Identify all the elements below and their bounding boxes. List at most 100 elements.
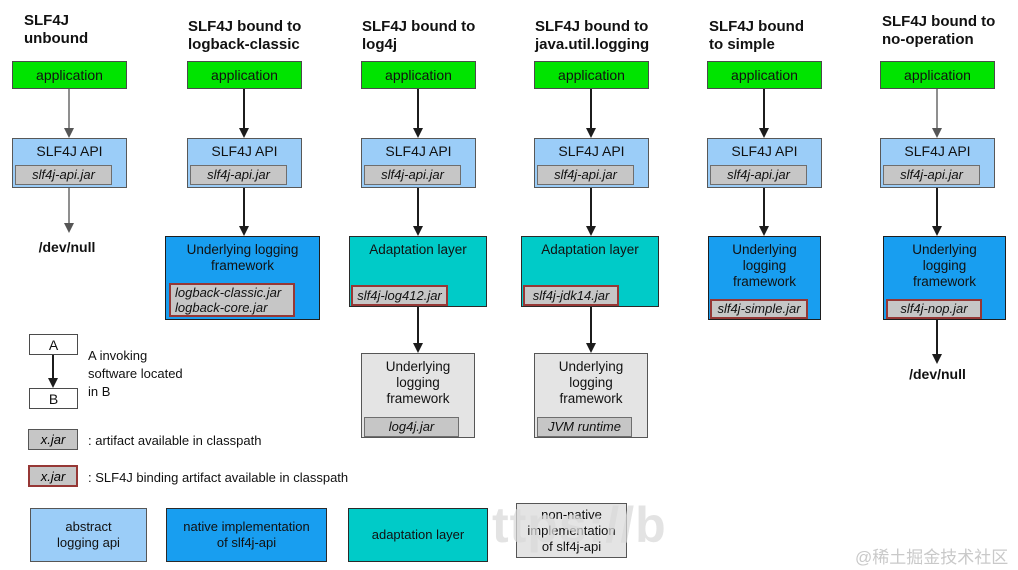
application-label: application — [36, 67, 103, 83]
legend-a-box: A — [29, 334, 78, 355]
slf4j-api-jar-box: slf4j-api.jar — [883, 165, 980, 185]
column-title-simple: SLF4J bound to simple — [709, 18, 804, 53]
framework-label: Underlying logging framework — [186, 242, 299, 273]
slf4j-api-label: SLF4J API — [36, 143, 103, 159]
application-box: application — [534, 61, 649, 89]
slf4j-api-jar-box: slf4j-api.jar — [364, 165, 461, 185]
key-label: adaptation layer — [371, 527, 465, 542]
slf4j-api-box: SLF4J API slf4j-api.jar — [12, 138, 127, 188]
slf4j-api-jar-box: slf4j-api.jar — [190, 165, 287, 185]
arrow-framework-to-devnull — [932, 320, 942, 364]
jar-label: slf4j-api.jar — [381, 167, 444, 182]
arrow-app-to-api — [932, 89, 942, 138]
slf4j-api-box: SLF4J API slf4j-api.jar — [187, 138, 302, 188]
application-box: application — [361, 61, 476, 89]
arrow-adaptation-to-framework — [586, 307, 596, 353]
key-abstract-logging-api: abstract logging api — [30, 508, 147, 562]
arrow-api-to-framework — [932, 188, 942, 236]
arrow-app-to-api — [586, 89, 596, 138]
arrow-app-to-api — [413, 89, 423, 138]
legend-invoke-text: A invoking software located in B — [88, 348, 183, 399]
application-label: application — [385, 67, 452, 83]
arrow-api-to-framework — [239, 188, 249, 236]
devnull-label: /dev/null — [909, 366, 966, 382]
slf4j-api-label: SLF4J API — [385, 143, 452, 159]
arrow-api-to-adaptation — [586, 188, 596, 236]
binding-jar-box: slf4j-jdk14.jar — [523, 285, 619, 306]
framework-label: Underlying logging framework — [385, 359, 451, 406]
adaptation-label: Adaptation layer — [541, 242, 639, 257]
column-title-logback: SLF4J bound to logback-classic — [188, 18, 302, 53]
legend-arrow-a-to-b — [48, 355, 58, 388]
legend-a-label: A — [48, 337, 59, 353]
framework-jar-box: log4j.jar — [364, 417, 459, 437]
jar-label: slf4j-api.jar — [900, 167, 963, 182]
key-adaptation-layer: adaptation layer — [348, 508, 488, 562]
column-title-unbound: SLF4J unbound — [24, 12, 89, 47]
slf4j-api-label: SLF4J API — [558, 143, 625, 159]
legend-artifact-text: : artifact available in classpath — [88, 433, 262, 448]
jar-label: slf4j-api.jar — [32, 167, 95, 182]
key-label: abstract logging api — [57, 519, 120, 550]
legend-b-label: B — [48, 391, 59, 407]
slf4j-api-box: SLF4J API slf4j-api.jar — [707, 138, 822, 188]
arrow-app-to-api — [64, 89, 74, 138]
underlying-framework-box: Underlying logging framework slf4j-simpl… — [708, 236, 821, 320]
slf4j-api-box: SLF4J API slf4j-api.jar — [361, 138, 476, 188]
underlying-framework-box: Underlying logging framework slf4j-nop.j… — [883, 236, 1006, 320]
slf4j-api-label: SLF4J API — [731, 143, 798, 159]
devnull-label: /dev/null — [38, 239, 96, 255]
jar-label: JVM runtime — [548, 419, 621, 434]
arrow-app-to-api — [239, 89, 249, 138]
application-label: application — [558, 67, 625, 83]
framework-label: Underlying logging framework — [912, 242, 977, 289]
jar-label: slf4j-log412.jar — [357, 287, 442, 303]
arrow-api-to-devnull — [64, 188, 74, 233]
slf4j-api-jar-box: slf4j-api.jar — [15, 165, 112, 185]
arrow-app-to-api — [759, 89, 769, 138]
slf4j-api-label: SLF4J API — [904, 143, 971, 159]
binding-jar-box: slf4j-log412.jar — [351, 285, 448, 306]
key-non-native-implementation: non-native implementation of slf4j-api — [516, 503, 627, 558]
application-box: application — [880, 61, 995, 89]
application-label: application — [731, 67, 798, 83]
binding-jar-box: slf4j-simple.jar — [710, 299, 808, 319]
framework-label: Underlying logging framework — [558, 359, 624, 406]
legend-binding-jar-box: x.jar — [28, 465, 78, 487]
jar-label: slf4j-nop.jar — [900, 301, 968, 316]
legend-b-box: B — [29, 388, 78, 409]
arrow-adaptation-to-framework — [413, 307, 423, 353]
column-title-jul: SLF4J bound to java.util.logging — [535, 18, 650, 53]
binding-jar-box: slf4j-nop.jar — [886, 299, 982, 319]
jar-label: slf4j-jdk14.jar — [532, 287, 610, 303]
key-native-implementation: native implementation of slf4j-api — [166, 508, 327, 562]
jar-label: x.jar — [40, 468, 66, 484]
underlying-framework-box: Underlying logging framework logback-cla… — [165, 236, 320, 320]
jar-label: x.jar — [40, 432, 66, 447]
jar-label: slf4j-simple.jar — [717, 301, 801, 316]
application-box: application — [707, 61, 822, 89]
underlying-framework-box: Underlying logging framework JVM runtime — [534, 353, 648, 438]
jar-label: logback-classic.jar logback-core.jar — [175, 285, 282, 315]
adaptation-layer-box: Adaptation layer slf4j-jdk14.jar — [521, 236, 659, 307]
slf4j-api-box: SLF4J API slf4j-api.jar — [534, 138, 649, 188]
framework-jar-box: JVM runtime — [537, 417, 632, 437]
arrow-api-to-adaptation — [413, 188, 423, 236]
underlying-framework-box: Underlying logging framework log4j.jar — [361, 353, 475, 438]
slf4j-api-box: SLF4J API slf4j-api.jar — [880, 138, 995, 188]
slf4j-api-jar-box: slf4j-api.jar — [537, 165, 634, 185]
application-box: application — [12, 61, 127, 89]
jar-label: slf4j-api.jar — [554, 167, 617, 182]
jar-label: slf4j-api.jar — [207, 167, 270, 182]
adaptation-label: Adaptation layer — [369, 242, 467, 257]
framework-label: Underlying logging framework — [732, 242, 797, 289]
column-title-log4j: SLF4J bound to log4j — [362, 18, 476, 53]
jar-label: log4j.jar — [388, 419, 435, 434]
binding-jar-box: logback-classic.jar logback-core.jar — [169, 283, 295, 317]
column-title-nop: SLF4J bound to no-operation — [882, 13, 996, 48]
legend-binding-text: : SLF4J binding artifact available in cl… — [88, 470, 349, 485]
slf4j-api-label: SLF4J API — [211, 143, 278, 159]
adaptation-layer-box: Adaptation layer slf4j-log412.jar — [349, 236, 487, 307]
arrow-api-to-framework — [759, 188, 769, 236]
